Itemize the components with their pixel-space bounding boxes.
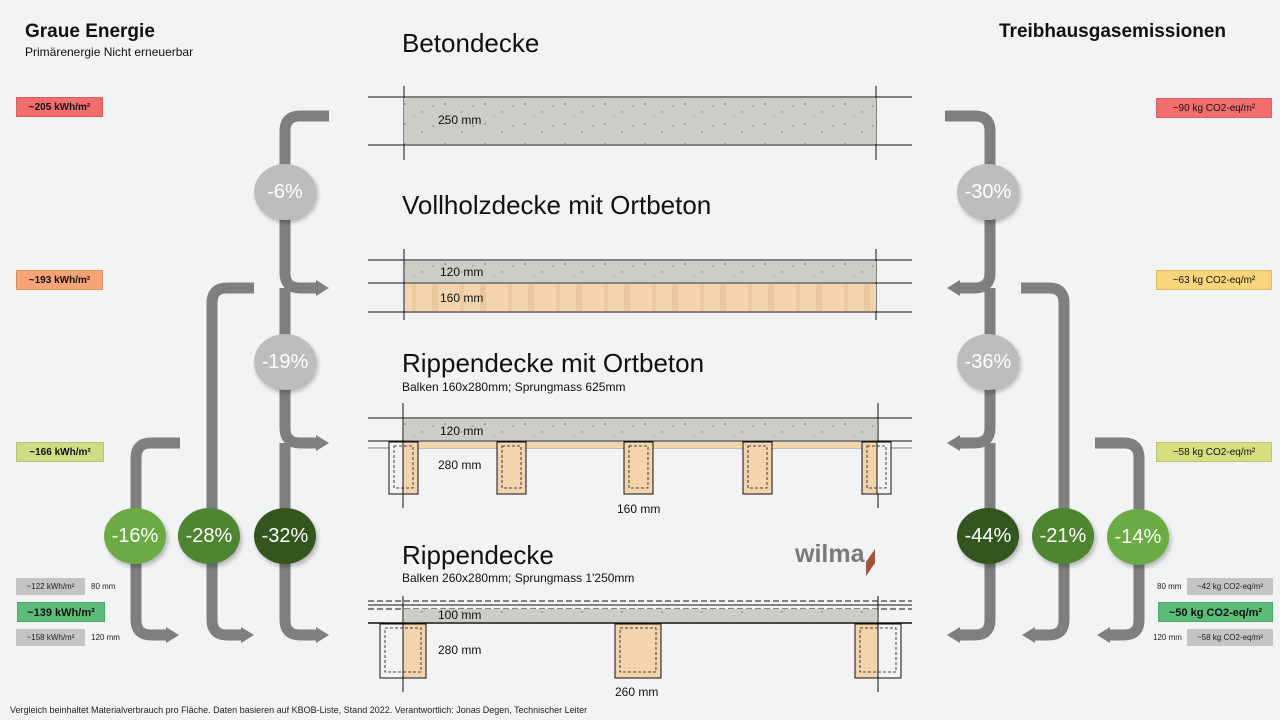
co2-variant-80: ~42 kg CO2-eq/m² [1187, 578, 1273, 595]
energy-reduction-badge: -16% [104, 508, 166, 564]
energy-reduction-badge: -28% [178, 508, 240, 564]
rippendecke-ortbeton-drawing [368, 403, 912, 508]
energy-variant-120: ~158 kWh/m² [16, 629, 85, 646]
section-title-rippendecke-ortbeton: Rippendecke mit Ortbeton [402, 348, 705, 378]
section-title-betondecke: Betondecke [402, 28, 540, 58]
co2-value-betondecke: ~90 kg CO2-eq/m² [1156, 98, 1272, 118]
section-subtitle-rippendecke: Balken 260x280mm; Sprungmass 1'250mm [402, 571, 635, 585]
energy-heading: Graue Energie [25, 21, 155, 42]
concrete-layer [405, 261, 876, 282]
rippendecke-drawing [368, 596, 912, 692]
vollholzdecke-drawing [368, 249, 912, 320]
energy-reduction-badge: -32% [254, 508, 316, 564]
energy-reduction-badge: -19% [254, 334, 316, 390]
wood-layer [405, 284, 876, 311]
variant-thickness: 120 mm [91, 633, 120, 642]
rib-width: 260 mm [615, 685, 659, 699]
co2-arrowheads [947, 280, 1110, 643]
layer-thickness: 120 mm [440, 265, 484, 279]
co2-value-rippendecke: ~50 kg CO2-eq/m² [1158, 602, 1273, 622]
energy-value-rippendecke: ~139 kWh/m² [17, 602, 105, 622]
energy-reduction-badge: -6% [254, 164, 316, 220]
variant-thickness: 80 mm [91, 582, 116, 591]
energy-arrowheads [166, 280, 329, 643]
co2-reduction-badge: -36% [957, 334, 1019, 390]
variant-thickness: 80 mm [1157, 582, 1182, 591]
concrete-layer [404, 419, 877, 440]
co2-value-vollholzdecke: ~63 kg CO2-eq/m² [1156, 270, 1272, 290]
co2-reduction-badge: -21% [1032, 508, 1094, 564]
co2-reduction-badge: -14% [1107, 509, 1169, 565]
layer-thickness: 100 mm [438, 608, 482, 622]
energy-value-betondecke: ~205 kWh/m² [16, 97, 103, 117]
co2-value-rippendecke-ortbeton: ~58 kg CO2-eq/m² [1156, 442, 1272, 462]
rib-height: 280 mm [438, 643, 482, 657]
betondecke-drawing [368, 86, 912, 160]
logo-accent-shape [866, 549, 875, 576]
wilma-logo: wilma [795, 540, 865, 568]
footer-note: Vergleich beinhaltet Materialverbrauch p… [10, 705, 588, 715]
co2-reduction-badge: -30% [957, 164, 1019, 220]
energy-variant-80: ~122 kWh/m² [16, 578, 85, 595]
concrete-layer [404, 98, 876, 144]
variant-thickness: 120 mm [1153, 633, 1182, 642]
layer-thickness: 160 mm [440, 291, 484, 305]
co2-heading: Treibhausgasemissionen [999, 21, 1227, 42]
energy-subheading: Primärenergie Nicht erneuerbar [25, 45, 194, 59]
section-title-rippendecke: Rippendecke [402, 540, 554, 570]
co2-variant-120: ~58 kg CO2-eq/m² [1187, 629, 1273, 646]
layer-thickness: 250 mm [438, 113, 482, 127]
section-subtitle-rippendecke-ortbeton: Balken 160x280mm; Sprungmass 625mm [402, 380, 626, 394]
co2-reduction-badge: -44% [957, 508, 1019, 564]
rib-height: 280 mm [438, 458, 482, 472]
layer-thickness: 120 mm [440, 424, 484, 438]
section-title-vollholzdecke: Vollholzdecke mit Ortbeton [402, 190, 712, 220]
energy-value-vollholzdecke: ~193 kWh/m² [16, 270, 103, 290]
concrete-layer [404, 609, 877, 622]
rib-width: 160 mm [617, 502, 661, 516]
energy-value-rippendecke-ortbeton: ~166 kWh/m² [16, 442, 104, 462]
